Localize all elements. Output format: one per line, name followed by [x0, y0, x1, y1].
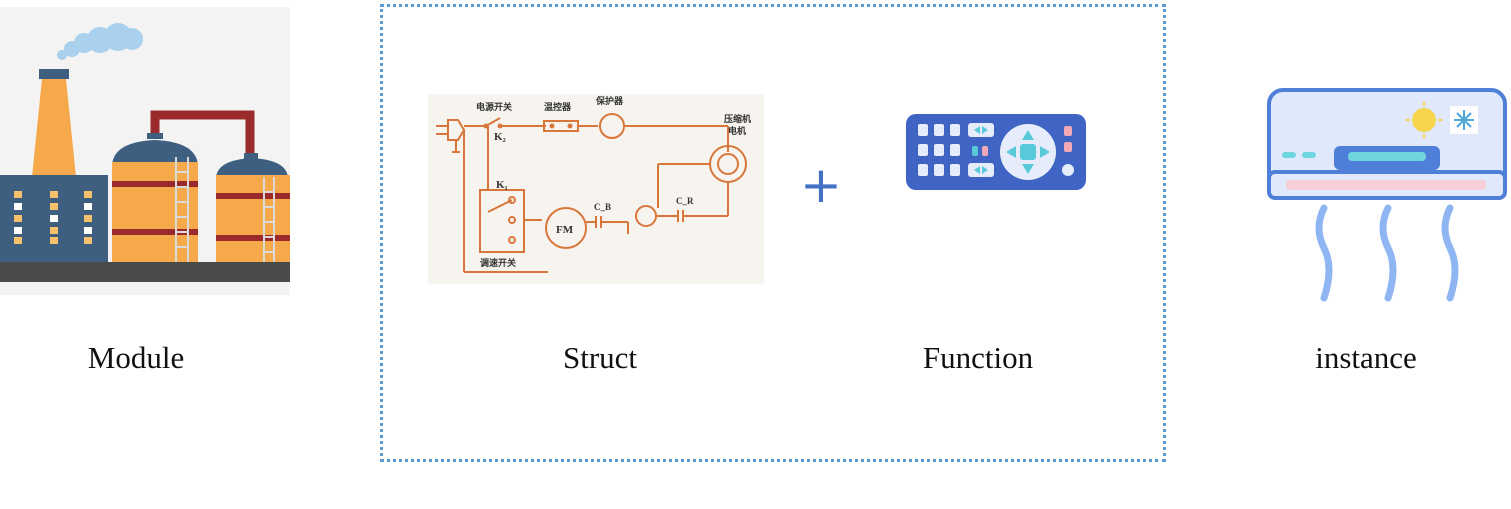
label-thermostat: 温控器	[544, 101, 572, 113]
label-fm: FM	[556, 224, 574, 236]
caption-module: Module	[87, 340, 185, 375]
circuit-diagram: 电源开关 温控器 保护器 压缩机 电机 K₂ K₁ FM C_B C_R 调速开…	[428, 94, 764, 284]
label-protector: 保护器	[595, 95, 624, 107]
label-speed-switch: 调速开关	[480, 257, 516, 269]
factory-icon	[0, 7, 290, 295]
caption-struct: Struct	[562, 340, 638, 375]
label-cb: C_B	[594, 202, 611, 212]
label-cr: C_R	[676, 196, 694, 206]
label-compressor-line1: 压缩机	[724, 113, 751, 125]
struct-function-group-box	[380, 4, 1166, 462]
label-compressor-line2: 电机	[728, 125, 746, 137]
remote-control-icon	[904, 112, 1088, 192]
label-power-switch: 电源开关	[476, 101, 512, 113]
caption-function: Function	[922, 340, 1034, 375]
label-k2: K₂	[494, 131, 507, 143]
air-conditioner-icon	[1266, 88, 1508, 310]
plus-symbol: +	[800, 156, 842, 214]
label-k1: K₁	[496, 179, 508, 191]
caption-instance: instance	[1315, 340, 1417, 375]
